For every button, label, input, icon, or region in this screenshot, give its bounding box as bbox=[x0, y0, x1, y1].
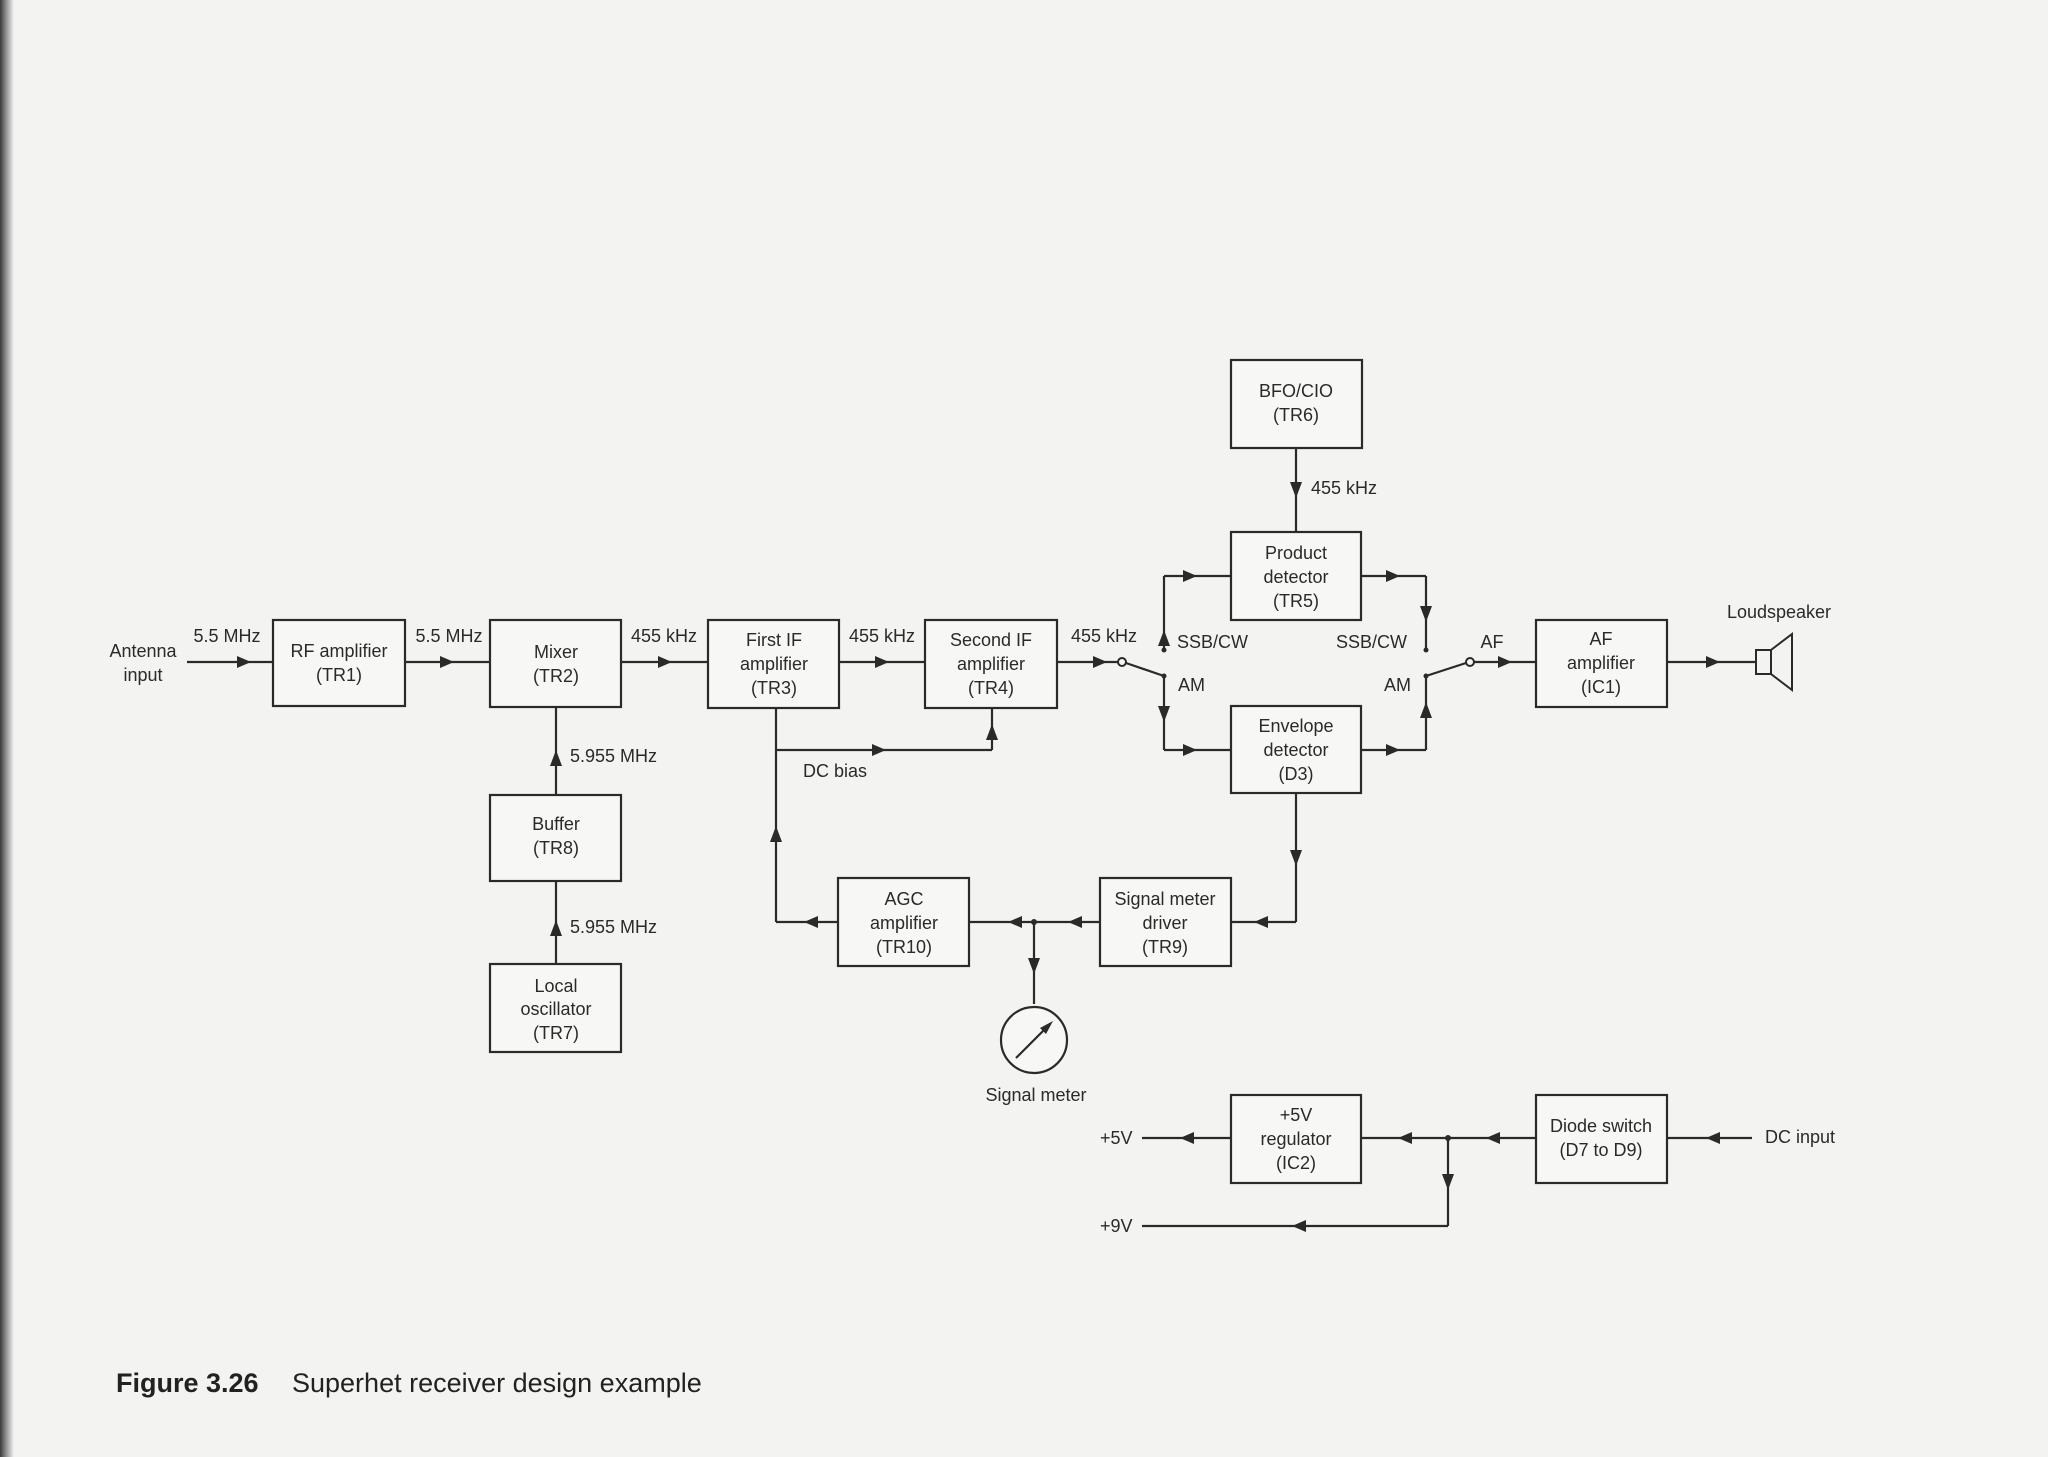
mixer-line-1: Mixer bbox=[534, 642, 578, 662]
switch-right-am-label: AM bbox=[1384, 675, 1411, 695]
freq-label-mixer-out: 455 kHz bbox=[631, 626, 697, 646]
signal-meter-driver-line-1: Signal meter bbox=[1114, 889, 1215, 909]
block-first-if-amplifier: First IF amplifier (TR3) bbox=[706, 618, 841, 710]
first-if-line-1: First IF bbox=[746, 630, 802, 650]
block-rf-amplifier: RF amplifier (TR1) bbox=[271, 618, 407, 708]
switch-left-am-label: AM bbox=[1178, 675, 1205, 695]
dc-bias-label: DC bias bbox=[803, 761, 867, 781]
af-amplifier-line-1: AF bbox=[1589, 629, 1612, 649]
antenna-input-line-2: input bbox=[123, 665, 162, 685]
rf-amplifier-line-2: (TR1) bbox=[316, 665, 362, 685]
freq-label-input: 5.5 MHz bbox=[193, 626, 260, 646]
envelope-detector-line-1: Envelope bbox=[1258, 716, 1333, 736]
dc-input-label: DC input bbox=[1765, 1127, 1835, 1147]
local-oscillator-line-2: oscillator bbox=[520, 999, 591, 1019]
block-envelope-detector: Envelope detector (D3) bbox=[1229, 704, 1363, 795]
switch-left-ssb-label: SSB/CW bbox=[1177, 632, 1248, 652]
block-af-amplifier: AF amplifier (IC1) bbox=[1534, 618, 1669, 709]
product-detector-line-2: detector bbox=[1263, 567, 1328, 587]
second-if-line-2: amplifier bbox=[957, 654, 1025, 674]
block-signal-meter-driver: Signal meter driver (TR9) bbox=[1098, 876, 1233, 968]
regulator-line-1: +5V bbox=[1280, 1105, 1313, 1125]
freq-label-bfo: 455 kHz bbox=[1311, 478, 1377, 498]
labels: Antenna input 5.5 MHz 5.5 MHz 455 kHz 45… bbox=[109, 478, 1835, 1236]
second-if-line-3: (TR4) bbox=[968, 678, 1014, 698]
agc-amplifier-line-3: (TR10) bbox=[876, 937, 932, 957]
regulator-line-2: regulator bbox=[1260, 1129, 1331, 1149]
freq-label-buffer: 5.955 MHz bbox=[570, 746, 657, 766]
freq-label-lo: 5.955 MHz bbox=[570, 917, 657, 937]
envelope-detector-line-2: detector bbox=[1263, 740, 1328, 760]
bfo-line-1: BFO/CIO bbox=[1259, 381, 1333, 401]
block-mixer: Mixer (TR2) bbox=[488, 618, 623, 709]
block-local-oscillator: Local oscillator (TR7) bbox=[488, 962, 623, 1054]
local-oscillator-line-3: (TR7) bbox=[533, 1023, 579, 1043]
antenna-input-line-1: Antenna bbox=[109, 641, 177, 661]
buffer-line-1: Buffer bbox=[532, 814, 580, 834]
plus9v-label: +9V bbox=[1100, 1216, 1133, 1236]
block-second-if-amplifier: Second IF amplifier (TR4) bbox=[923, 618, 1059, 710]
af-amplifier-line-2: amplifier bbox=[1567, 653, 1635, 673]
block-buffer: Buffer (TR8) bbox=[488, 793, 623, 883]
block-bfo: BFO/CIO (TR6) bbox=[1229, 358, 1364, 450]
freq-label-if2-out: 455 kHz bbox=[1071, 626, 1137, 646]
plus5v-label: +5V bbox=[1100, 1128, 1133, 1148]
af-label: AF bbox=[1480, 632, 1503, 652]
diode-switch-line-1: Diode switch bbox=[1550, 1116, 1652, 1136]
agc-amplifier-line-1: AGC bbox=[884, 889, 923, 909]
bfo-line-2: (TR6) bbox=[1273, 405, 1319, 425]
first-if-line-3: (TR3) bbox=[751, 678, 797, 698]
regulator-line-3: (IC2) bbox=[1276, 1153, 1316, 1173]
loudspeaker-icon bbox=[1755, 631, 1793, 693]
product-detector-line-3: (TR5) bbox=[1273, 591, 1319, 611]
signal-wires bbox=[187, 448, 1756, 1232]
freq-label-if1-out: 455 kHz bbox=[849, 626, 915, 646]
block-product-detector: Product detector (TR5) bbox=[1229, 530, 1363, 622]
agc-amplifier-line-2: amplifier bbox=[870, 913, 938, 933]
figure-number: Figure 3.26 bbox=[116, 1368, 259, 1398]
af-amplifier-line-3: (IC1) bbox=[1581, 677, 1621, 697]
local-oscillator-line-1: Local bbox=[534, 976, 577, 996]
figure-caption: Figure 3.26 Superhet receiver design exa… bbox=[116, 1368, 702, 1398]
signal-meter-label: Signal meter bbox=[985, 1085, 1086, 1105]
signal-meter-icon bbox=[999, 1005, 1069, 1075]
freq-label-rf-out: 5.5 MHz bbox=[415, 626, 482, 646]
loudspeaker-label: Loudspeaker bbox=[1727, 602, 1831, 622]
second-if-line-1: Second IF bbox=[950, 630, 1032, 650]
envelope-detector-line-3: (D3) bbox=[1279, 764, 1314, 784]
mixer-line-2: (TR2) bbox=[533, 666, 579, 686]
figure-title: Superhet receiver design example bbox=[292, 1368, 702, 1398]
switch-right-ssb-label: SSB/CW bbox=[1336, 632, 1407, 652]
product-detector-line-1: Product bbox=[1265, 543, 1327, 563]
signal-meter-driver-line-2: driver bbox=[1142, 913, 1187, 933]
block-regulator: +5V regulator (IC2) bbox=[1229, 1093, 1363, 1185]
rf-amplifier-line-1: RF amplifier bbox=[290, 641, 387, 661]
diode-switch-line-2: (D7 to D9) bbox=[1559, 1140, 1642, 1160]
buffer-line-2: (TR8) bbox=[533, 838, 579, 858]
first-if-line-2: amplifier bbox=[740, 654, 808, 674]
block-agc-amplifier: AGC amplifier (TR10) bbox=[836, 876, 971, 968]
signal-meter-driver-line-3: (TR9) bbox=[1142, 937, 1188, 957]
block-diode-switch: Diode switch (D7 to D9) bbox=[1534, 1093, 1669, 1185]
